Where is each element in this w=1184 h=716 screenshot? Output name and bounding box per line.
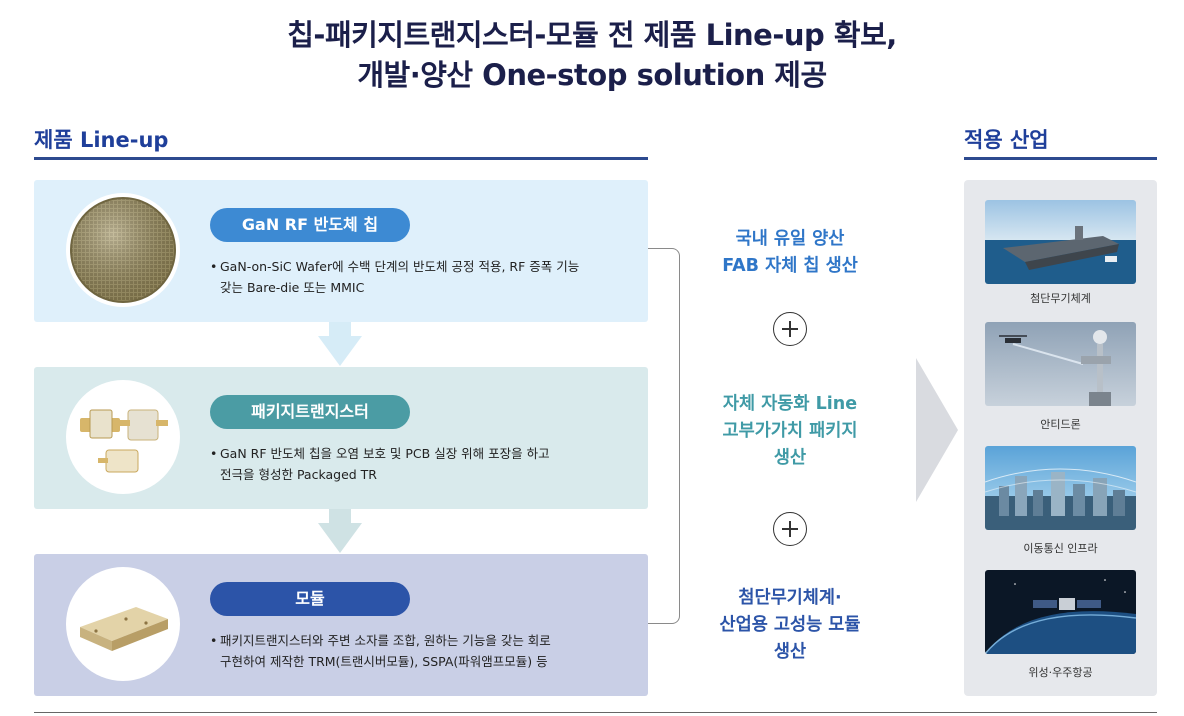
- feature-fab-line2: FAB 자체 칩 생산: [722, 256, 858, 276]
- industry-image-defense: [985, 200, 1136, 284]
- package-transistor-image: [66, 380, 180, 494]
- industry-image-telecom: [985, 446, 1136, 530]
- module-description: •패키지트랜지스터와 주변 소자를 조합, 원하는 기능을 갖는 회로 구현하여…: [210, 630, 630, 672]
- industries-panel: 첨단무기체계 안티드론: [964, 180, 1157, 696]
- module-label-pill: 모듈: [210, 582, 410, 616]
- product-card-package: 패키지트랜지스터 •GaN RF 반도체 칩을 오염 보호 및 PCB 실장 위…: [34, 367, 648, 509]
- feature-package-line2: 고부가가치 패키지: [722, 421, 858, 441]
- page-title-line1: 칩-패키지트랜지스터-모듈 전 제품 Line-up 확보,: [287, 18, 897, 52]
- industries-heading: 적용 산업: [964, 128, 1049, 152]
- feature-fab: 국내 유일 양산 FAB 자체 칩 생산: [690, 226, 890, 280]
- industry-caption-telecom: 이동통신 인프라: [1023, 542, 1098, 555]
- module-desc-line2: 구현하여 제작한 TRM(트랜시버모듈), SSPA(파워앰프모듈) 등: [220, 654, 548, 669]
- feature-module-line1: 첨단무기체계·: [738, 588, 842, 608]
- industry-caption-defense: 첨단무기체계: [1030, 292, 1091, 305]
- product-card-chip: GaN RF 반도체 칩 •GaN-on-SiC Wafer에 수백 단계의 반…: [34, 180, 648, 322]
- package-description: •GaN RF 반도체 칩을 오염 보호 및 PCB 실장 위해 포장을 하고 …: [210, 443, 630, 485]
- package-desc-line2: 전극을 형성한 Packaged TR: [220, 467, 377, 482]
- module-image: [66, 567, 180, 681]
- chip-description: •GaN-on-SiC Wafer에 수백 단계의 반도체 공정 적용, RF …: [210, 256, 630, 298]
- feature-module-line3: 생산: [773, 642, 807, 662]
- bottom-divider: [34, 712, 1157, 713]
- package-label-pill: 패키지트랜지스터: [210, 395, 410, 429]
- feature-module-line2: 산업용 고성능 모듈: [719, 615, 861, 635]
- down-arrow-icon: [318, 322, 362, 366]
- bullet: •: [210, 633, 218, 648]
- plus-icon: [773, 312, 807, 346]
- feature-module: 첨단무기체계· 산업용 고성능 모듈 생산: [690, 585, 890, 666]
- industries-divider: [964, 157, 1157, 160]
- page-title-line2: 개발·양산 One-stop solution 제공: [357, 58, 827, 92]
- module-desc-line1: 패키지트랜지스터와 주변 소자를 조합, 원하는 기능을 갖는 회로: [220, 633, 551, 648]
- package-desc-line1: GaN RF 반도체 칩을 오염 보호 및 PCB 실장 위해 포장을 하고: [220, 446, 550, 461]
- industry-image-antidrone: [985, 322, 1136, 406]
- plus-icon: [773, 512, 807, 546]
- wafer-image: [66, 193, 180, 307]
- bullet: •: [210, 259, 218, 274]
- product-lineup-divider: [34, 157, 648, 160]
- product-card-module: 모듈 •패키지트랜지스터와 주변 소자를 조합, 원하는 기능을 갖는 회로 구…: [34, 554, 648, 696]
- bracket-connector: [648, 248, 680, 624]
- feature-fab-line1: 국내 유일 양산: [735, 229, 845, 249]
- feature-package-line1: 자체 자동화 Line: [722, 394, 858, 414]
- industry-caption-antidrone: 안티드론: [1040, 418, 1081, 431]
- chip-desc-line2: 갖는 Bare-die 또는 MMIC: [220, 280, 365, 295]
- chip-desc-line1: GaN-on-SiC Wafer에 수백 단계의 반도체 공정 적용, RF 증…: [220, 259, 580, 274]
- bullet: •: [210, 446, 218, 461]
- feature-package-line: 자체 자동화 Line 고부가가치 패키지 생산: [690, 391, 890, 472]
- chip-label-pill: GaN RF 반도체 칩: [210, 208, 410, 242]
- industry-caption-satellite: 위성·우주항공: [1028, 666, 1093, 679]
- product-lineup-heading: 제품 Line-up: [34, 128, 169, 152]
- chevron-right-icon: [916, 358, 958, 502]
- industry-image-satellite: [985, 570, 1136, 654]
- feature-package-line3: 생산: [773, 448, 807, 468]
- down-arrow-icon: [318, 509, 362, 553]
